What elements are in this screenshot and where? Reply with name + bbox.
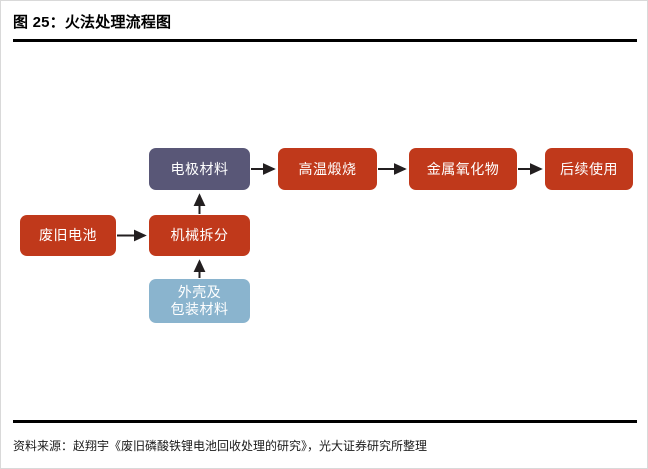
node-gaowen-duanshao[interactable]: 高温煅烧 [278,148,377,190]
figure-title: 图 25：火法处理流程图 [13,14,172,31]
source-divider-bottom [13,420,637,423]
figure-source: 资料来源：赵翔宇《废旧磷酸铁锂电池回收处理的研究》，光大证券研究所整理 [13,439,428,453]
node-label-line1: 外壳及 [177,284,222,300]
node-label: 机械拆分 [170,227,229,243]
node-houxu-shiyong[interactable]: 后续使用 [545,148,633,190]
node-label-multiline: 外壳及 包装材料 [171,284,229,318]
node-label: 电极材料 [170,160,229,177]
node-jinshu-yanghuawu[interactable]: 金属氧化物 [409,148,517,190]
node-label-line2: 包装材料 [170,301,229,317]
flowchart-canvas: 电极材料 高温煅烧 金属氧化物 后续使用 废旧电池 机械拆分 外壳及 包装材料 [1,45,647,417]
node-label: 金属氧化物 [426,160,500,177]
node-feijiu-dianchi[interactable]: 废旧电池 [20,215,116,256]
node-label: 后续使用 [560,160,618,177]
node-jixie-chaifen[interactable]: 机械拆分 [149,215,250,256]
node-label: 废旧电池 [39,227,97,243]
title-divider-top [13,39,637,42]
node-label: 高温煅烧 [298,160,357,177]
node-waike-baozhuang-cailiao[interactable]: 外壳及 包装材料 [149,279,250,323]
node-dianji-cailiao[interactable]: 电极材料 [149,148,250,190]
